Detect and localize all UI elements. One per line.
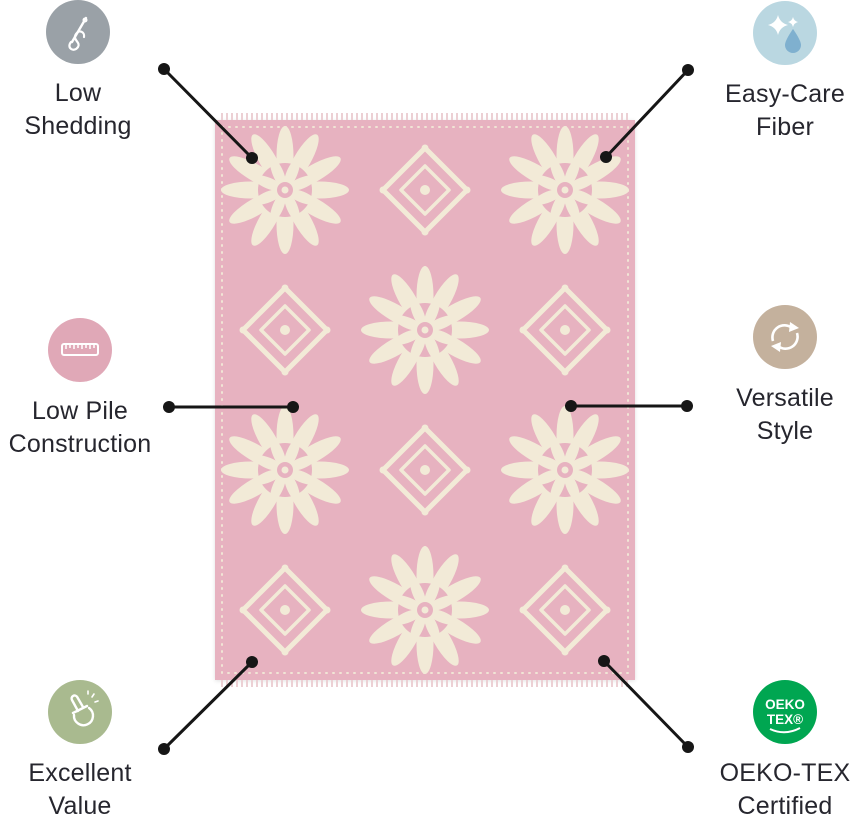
feature-versatile-style: Versatile Style (700, 305, 850, 448)
feature-label-versatile-style: Versatile Style (736, 382, 834, 448)
rug-image (215, 113, 635, 687)
feature-low-shedding: Low Shedding (0, 0, 156, 143)
feature-label-low-pile-construction: Low Pile Construction (9, 395, 152, 461)
rug-pattern (215, 120, 635, 680)
oeko-text-line2: TEX® (767, 712, 803, 727)
sparkles-water-drop-icon (753, 1, 817, 65)
label-line: Value (48, 792, 112, 815)
feature-easy-care-fiber: Easy-Care Fiber (700, 1, 850, 144)
oeko-tex-badge: OEKO TEX® (753, 680, 817, 744)
rug-fringe-top (221, 113, 629, 120)
rotating-arrows-icon (753, 305, 817, 369)
label-line: Shedding (24, 112, 132, 140)
feature-label-oeko-tex-certified: OEKO-TEX Certified (720, 757, 850, 815)
label-line: OEKO-TEX (719, 759, 850, 787)
feature-oeko-tex-certified: OEKO TEX® OEKO-TEX Certified (697, 680, 850, 815)
finger-heart-hand-icon (48, 680, 112, 744)
label-line: Low (54, 79, 102, 107)
label-line: Versatile (736, 384, 834, 412)
feature-low-pile-construction: Low Pile Construction (0, 318, 160, 461)
label-line: Construction (8, 430, 152, 458)
feature-excellent-value: Excellent Value (0, 680, 160, 815)
label-line: Easy-Care (725, 80, 845, 108)
label-line: Certified (737, 792, 833, 815)
label-line: Low Pile (31, 397, 129, 425)
feature-label-easy-care-fiber: Easy-Care Fiber (725, 78, 845, 144)
label-line: Fiber (756, 113, 814, 141)
ruler-icon (48, 318, 112, 382)
label-line: Style (756, 417, 814, 445)
oeko-text-line1: OEKO (765, 697, 805, 712)
feature-label-excellent-value: Excellent Value (28, 757, 131, 815)
rug-fringe-bottom (221, 680, 629, 687)
feature-label-low-shedding: Low Shedding (24, 77, 131, 143)
needle-and-thread-icon (46, 0, 110, 64)
label-line: Excellent (28, 759, 132, 787)
